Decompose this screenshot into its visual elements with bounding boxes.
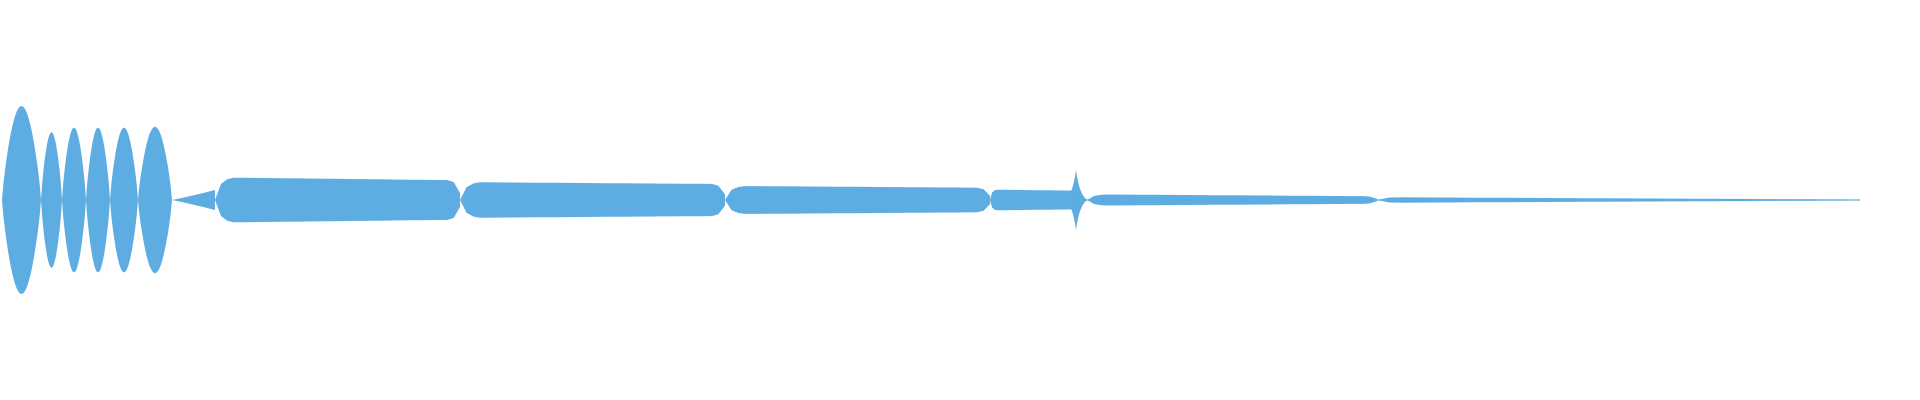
waveform-segment-3 <box>62 127 86 273</box>
waveform-segment-7 <box>215 177 460 223</box>
waveform-segment-2 <box>41 132 62 268</box>
waveform-segment-8 <box>460 182 725 218</box>
waveform-shape-group <box>2 106 1860 294</box>
waveform-segment-10 <box>990 189 1075 211</box>
waveform-segment-1 <box>2 106 41 294</box>
waveform-connector <box>172 190 215 210</box>
waveform-segment-5 <box>110 127 138 273</box>
waveform-segment-9 <box>725 186 990 214</box>
waveform-segment-4 <box>86 127 110 273</box>
waveform-segment-6 <box>138 126 172 274</box>
